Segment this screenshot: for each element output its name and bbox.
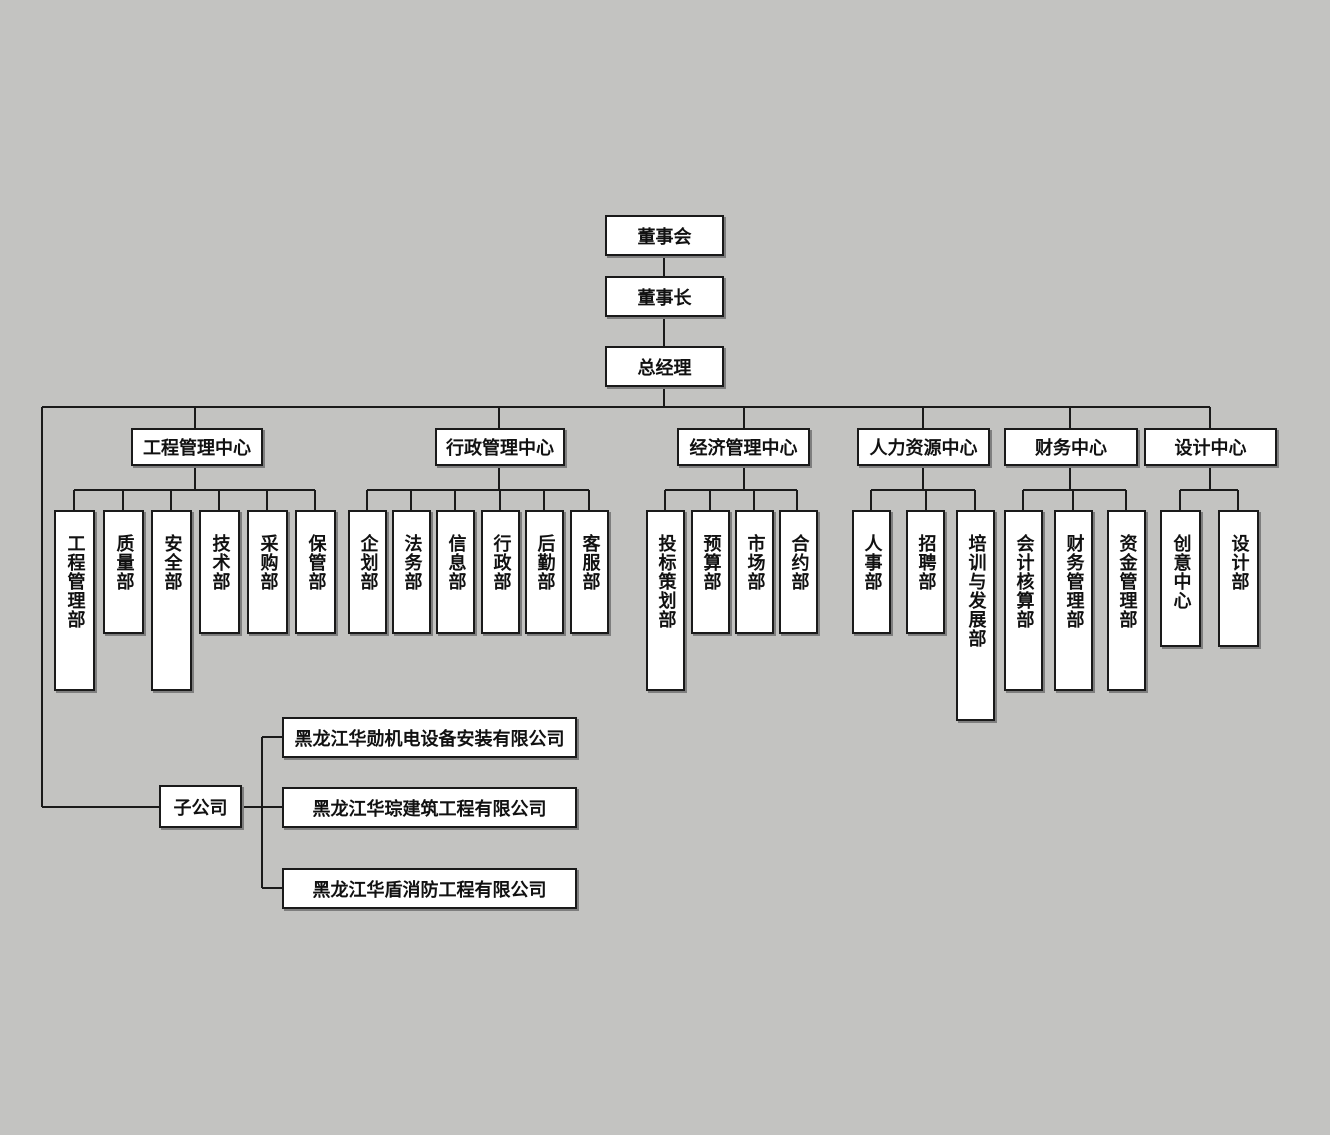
center-economic: 经济管理中心 — [677, 428, 810, 466]
company-label: 黑龙江华盾消防工程有限公司 — [312, 879, 547, 901]
dept-label: 后勤部 — [534, 534, 556, 591]
dept-box: 人事部 — [852, 510, 891, 634]
company-label: 黑龙江华琮建筑工程有限公司 — [312, 798, 547, 820]
center-label: 经济管理中心 — [689, 438, 798, 459]
dept-box: 工程管理部 — [54, 510, 95, 691]
dept-box: 安全部 — [151, 510, 192, 691]
center-label: 工程管理中心 — [143, 438, 251, 459]
dept-box: 投标策划部 — [646, 510, 685, 691]
dept-label: 采购部 — [257, 534, 279, 591]
dept-box: 预算部 — [691, 510, 730, 634]
dept-box: 会计核算部 — [1004, 510, 1043, 691]
dept-label: 安全部 — [161, 534, 183, 591]
center-engineering: 工程管理中心 — [131, 428, 263, 466]
general-manager-label: 总经理 — [637, 357, 692, 379]
dept-box: 资金管理部 — [1107, 510, 1146, 691]
dept-label: 设计部 — [1228, 534, 1250, 591]
dept-box: 法务部 — [392, 510, 431, 634]
dept-box: 创意中心 — [1160, 510, 1201, 647]
subsidiary-label: 子公司 — [173, 797, 228, 819]
dept-label: 市场部 — [744, 534, 766, 591]
center-human-resources: 人力资源中心 — [857, 428, 990, 466]
chairman-label: 董事长 — [637, 287, 692, 309]
dept-box: 合约部 — [779, 510, 818, 634]
dept-box: 设计部 — [1218, 510, 1259, 647]
dept-box: 招聘部 — [906, 510, 945, 634]
company-box: 黑龙江华勋机电设备安装有限公司 — [282, 717, 577, 758]
center-administration: 行政管理中心 — [435, 428, 565, 466]
dept-label: 投标策划部 — [655, 534, 677, 629]
dept-box: 保管部 — [295, 510, 336, 634]
dept-box: 采购部 — [247, 510, 288, 634]
dept-box: 客服部 — [570, 510, 609, 634]
dept-label: 工程管理部 — [64, 534, 86, 629]
dept-label: 信息部 — [445, 534, 467, 591]
dept-box: 培训与发展部 — [956, 510, 995, 721]
dept-box: 质量部 — [103, 510, 144, 634]
dept-label: 人事部 — [861, 534, 883, 591]
chairman-box: 董事长 — [605, 276, 724, 317]
dept-label: 合约部 — [788, 534, 810, 591]
company-label: 黑龙江华勋机电设备安装有限公司 — [294, 728, 565, 750]
center-finance: 财务中心 — [1004, 428, 1138, 466]
center-label: 人力资源中心 — [869, 438, 978, 459]
dept-label: 预算部 — [700, 534, 722, 591]
board-box: 董事会 — [605, 215, 724, 256]
company-box: 黑龙江华盾消防工程有限公司 — [282, 868, 577, 909]
dept-box: 技术部 — [199, 510, 240, 634]
dept-box: 行政部 — [481, 510, 520, 634]
center-label: 行政管理中心 — [446, 438, 554, 459]
dept-label: 行政部 — [490, 534, 512, 591]
center-design: 设计中心 — [1144, 428, 1277, 466]
dept-label: 保管部 — [305, 534, 327, 591]
dept-label: 法务部 — [401, 534, 423, 591]
dept-label: 企划部 — [357, 534, 379, 591]
center-label: 设计中心 — [1174, 438, 1247, 459]
dept-label: 创意中心 — [1170, 534, 1192, 610]
dept-label: 技术部 — [209, 534, 231, 591]
subsidiary-box: 子公司 — [159, 785, 242, 828]
dept-box: 信息部 — [436, 510, 475, 634]
dept-label: 会计核算部 — [1013, 534, 1035, 629]
dept-label: 质量部 — [113, 534, 135, 591]
dept-box: 市场部 — [735, 510, 774, 634]
general-manager-box: 总经理 — [605, 346, 724, 387]
dept-box: 后勤部 — [525, 510, 564, 634]
center-label: 财务中心 — [1035, 438, 1107, 459]
dept-box: 财务管理部 — [1054, 510, 1093, 691]
dept-label: 财务管理部 — [1063, 534, 1085, 629]
dept-label: 招聘部 — [915, 534, 937, 591]
dept-label: 客服部 — [579, 534, 601, 591]
company-box: 黑龙江华琮建筑工程有限公司 — [282, 787, 577, 828]
dept-box: 企划部 — [348, 510, 387, 634]
dept-label: 资金管理部 — [1116, 534, 1138, 629]
dept-label: 培训与发展部 — [965, 534, 987, 648]
board-label: 董事会 — [637, 226, 692, 248]
